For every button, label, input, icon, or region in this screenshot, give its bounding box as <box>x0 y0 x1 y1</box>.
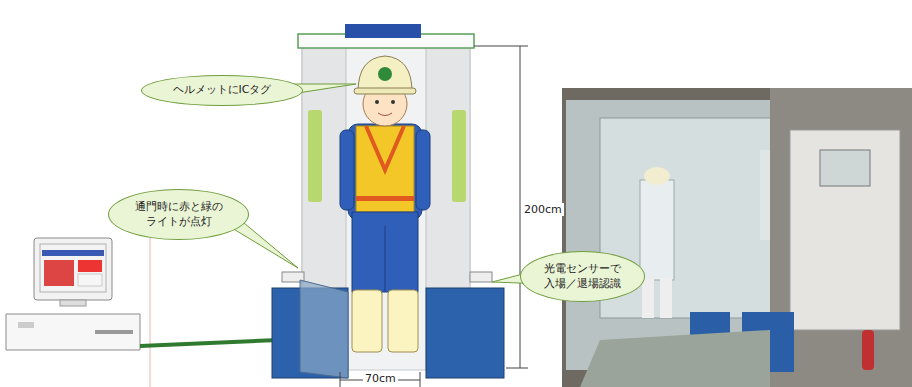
dimension-label: 200cm <box>522 203 564 216</box>
dimension-lines <box>340 46 528 387</box>
gate-door <box>300 280 348 378</box>
sensor-base <box>426 288 504 378</box>
computer <box>6 238 140 350</box>
callout-bubble: 通門時に赤と緑の ライトが点灯 <box>108 189 249 240</box>
callout-bubble: ヘルメットにICタグ <box>141 75 303 106</box>
callout-text: ヘルメットにICタグ <box>166 83 278 97</box>
site-photo <box>562 88 912 387</box>
guide-line <box>150 230 151 387</box>
callout-text: 通門時に赤と緑の ライトが点灯 <box>131 200 227 229</box>
worker <box>340 56 430 352</box>
dimension-label: 70cm <box>363 372 398 385</box>
lamp <box>470 272 492 282</box>
network-cable <box>140 340 278 346</box>
callout-bubble: 光電センサーで 入場／退場認識 <box>520 251 645 302</box>
callout-text: 光電センサーで 入場／退場認識 <box>541 262 625 291</box>
